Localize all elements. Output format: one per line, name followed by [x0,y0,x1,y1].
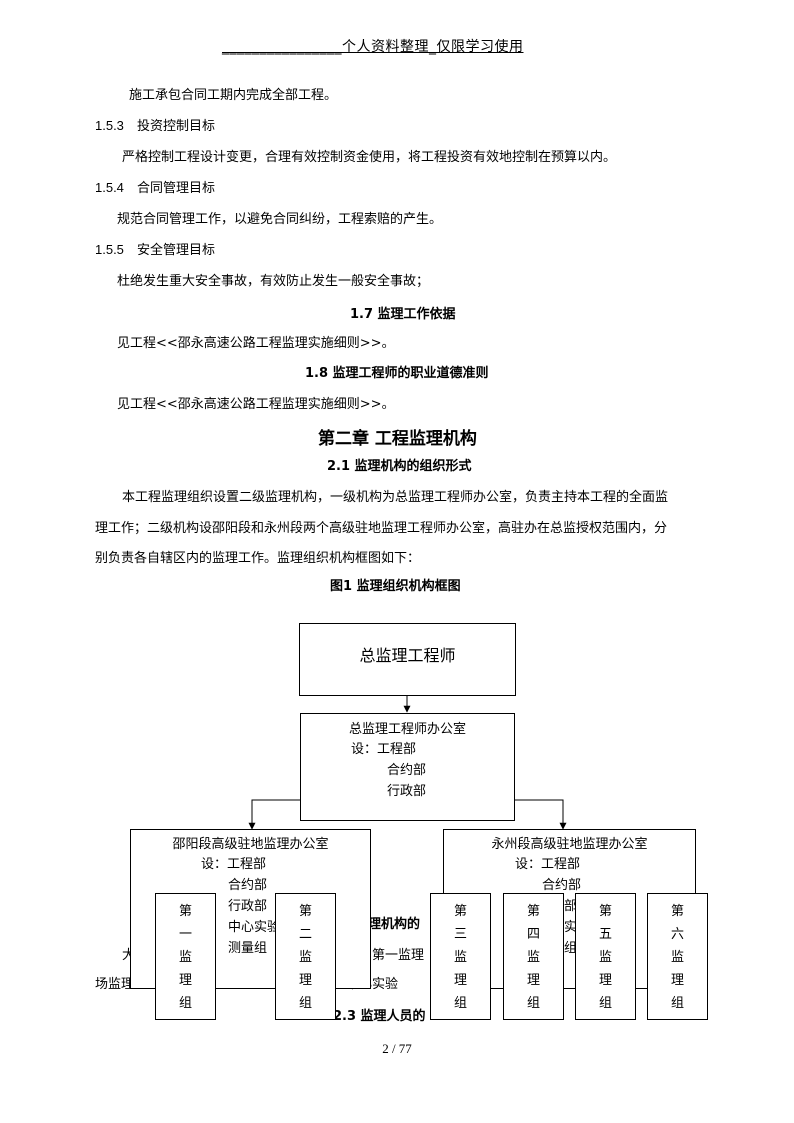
office-dept: 设：工程部 [515,857,581,872]
section-title: 合同管理目标 [137,181,216,196]
office-dept: 部 [564,899,578,914]
group-label-6: 第六监理组 [670,904,684,1011]
group-label-1: 第一监理组 [178,904,192,1011]
group-box-2: 第二监理组 [275,893,336,1020]
group-box-1: 第一监理组 [155,893,216,1020]
section-number: 1.5.4 [95,180,124,195]
chief-office-box: 总监理工程师办公室 设：工程部 合约部 行政部 [300,713,515,821]
chapter-title: 第二章 工程监理机构 [318,429,477,449]
section-heading-1-5-3: 1.5.3 投资控制目标 [95,115,215,134]
office-dept: 行政部 [228,899,268,914]
page-header: ________________个人资料整理_仅限学习使用 [222,39,524,55]
section-heading-1-5-4: 1.5.4 合同管理目标 [95,177,215,196]
obscured-heading: 2.3 监理人员的 [333,1009,426,1024]
paragraph: 严格控制工程设计变更，合理有效控制资金使用，将工程投资有效地控制在预算以内。 [122,150,617,165]
group-box-5: 第五监理组 [575,893,636,1020]
paragraph: 理工作；二级机构设邵阳段和永州段两个高级驻地监理工程师办公室，高驻办在总监授权范… [95,521,668,536]
section-number: 1.5.3 [95,118,124,133]
section-number: 1.5.5 [95,242,124,257]
chief-engineer-box: 总监理工程师 [299,623,516,696]
yongzhou-office-title: 永州段高级驻地监理办公室 [491,837,648,852]
office-dept: 合约部 [228,878,268,893]
obscured-text: 场监理 [95,977,135,992]
office-dept: 合约部 [542,878,582,893]
section-heading-2-1: 2.1 监理机构的组织形式 [327,459,472,474]
chief-engineer-label: 总监理工程师 [359,646,456,665]
group-label-3: 第三监理组 [453,904,467,1011]
paragraph: 杜绝发生重大安全事故，有效防止发生一般安全事故； [117,274,430,289]
paragraph: 见工程<<邵永高速公路工程监理实施细则>>。 [117,397,395,412]
office-dept: 中心实验 [228,920,281,935]
group-box-4: 第四监理组 [503,893,564,1020]
office-dept: 组 [564,941,578,956]
office-dept: 实 [564,920,578,935]
chief-office-title: 总监理工程师办公室 [348,722,466,737]
group-label-4: 第四监理组 [526,904,540,1011]
office-dept: 测量组 [228,941,268,956]
group-label-5: 第五监理组 [598,904,612,1011]
page-number: 2 / 77 [382,1041,412,1056]
obscured-text: 第一监理 [372,948,425,963]
office-dept: 合约部 [387,763,427,778]
group-label-2: 第二监理组 [298,904,312,1011]
shaoyang-office-title: 邵阳段高级驻地监理办公室 [172,837,329,852]
group-box-6: 第六监理组 [647,893,708,1020]
obscured-heading: 理机构的 [368,917,421,932]
section-heading-1-7: 1.7 监理工作依据 [350,307,456,322]
paragraph: 规范合同管理工作，以避免合同纠纷，工程索赔的产生。 [117,212,443,227]
paragraph: 本工程监理组织设置二级监理机构，一级机构为总监理工程师办公室，负责主持本工程的全… [122,490,669,505]
paragraph: 见工程<<邵永高速公路工程监理实施细则>>。 [117,336,395,351]
figure-caption: 图1 监理组织机构框图 [330,579,461,594]
paragraph: 别负责各自辖区内的监理工作。监理组织机构框图如下： [95,551,421,566]
section-title: 安全管理目标 [137,243,216,258]
paragraph: 施工承包合同工期内完成全部工程。 [129,88,338,103]
office-dept: 行政部 [387,784,427,799]
section-heading-1-5-5: 1.5.5 安全管理目标 [95,239,215,258]
group-box-3: 第三监理组 [430,893,491,1020]
office-dept: 设：工程部 [201,857,267,872]
section-heading-1-8: 1.8 监理工程师的职业道德准则 [305,366,489,381]
office-dept: 设：工程部 [351,742,417,757]
section-title: 投资控制目标 [137,119,216,134]
